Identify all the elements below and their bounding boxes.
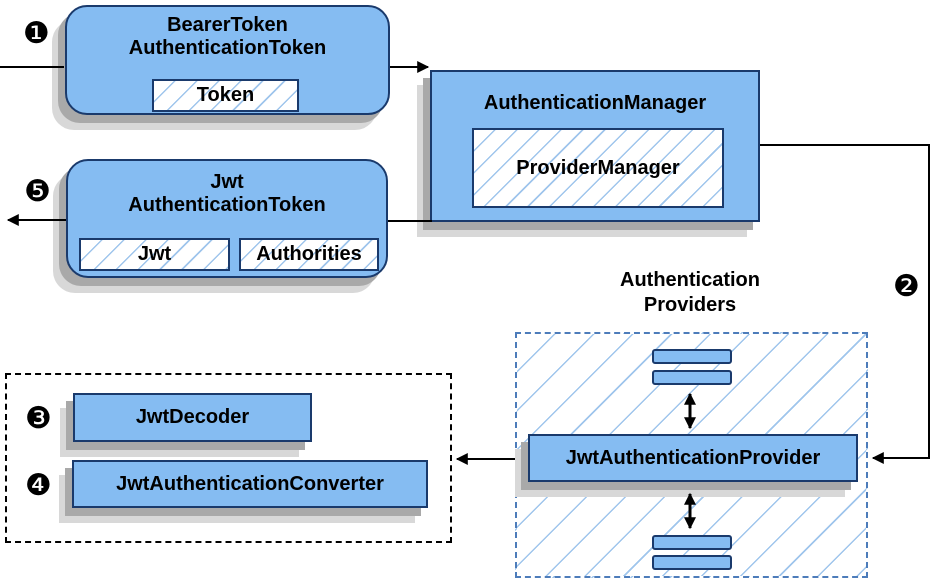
node-jwt-decoder: JwtDecoder	[73, 393, 312, 442]
authorities-field: Authorities	[239, 238, 379, 271]
bearer-token-title-line2: AuthenticationToken	[128, 37, 327, 59]
node-authentication-manager: AuthenticationManager ProviderManager	[430, 70, 760, 222]
other-provider-rect-top-2	[652, 370, 732, 385]
step-3-badge: ❸	[25, 401, 52, 436]
decoder-converter-group	[5, 373, 452, 543]
jwt-token-title-line2: AuthenticationToken	[128, 194, 326, 216]
other-provider-rect-bottom-2	[652, 555, 732, 570]
node-bearer-token-authentication-token: BearerToken AuthenticationToken Token	[65, 5, 390, 115]
jwt-decoder-title: JwtDecoder	[135, 406, 250, 428]
bearer-token-title-line1: BearerToken	[167, 14, 288, 36]
jwt-authentication-converter-title: JwtAuthenticationConverter	[116, 472, 384, 495]
node-jwt-authentication-converter: JwtAuthenticationConverter	[72, 460, 428, 508]
step-1-badge: ❶	[23, 16, 50, 51]
other-provider-rect-bottom-1	[652, 535, 732, 550]
token-field: Token	[152, 79, 299, 112]
provider-manager-field: ProviderManager	[472, 128, 724, 208]
providers-heading-line2: Providers	[643, 294, 737, 316]
node-jwt-authentication-provider: JwtAuthenticationProvider	[528, 434, 858, 482]
other-provider-rect-top-1	[652, 349, 732, 364]
step-2-badge: ❷	[893, 269, 920, 304]
authentication-manager-title: AuthenticationManager	[483, 92, 707, 114]
providers-heading-line1: Authentication	[620, 269, 760, 291]
node-jwt-authentication-token: Jwt AuthenticationToken Jwt Authorities	[66, 159, 388, 278]
authentication-providers-heading: Authentication Providers	[540, 268, 840, 318]
jwt-authentication-provider-title: JwtAuthenticationProvider	[565, 446, 821, 469]
step-4-badge: ❹	[25, 468, 52, 503]
step-5-badge: ❺	[24, 174, 51, 209]
jwt-field: Jwt	[79, 238, 230, 271]
jwt-token-title-line1: Jwt	[210, 171, 244, 193]
